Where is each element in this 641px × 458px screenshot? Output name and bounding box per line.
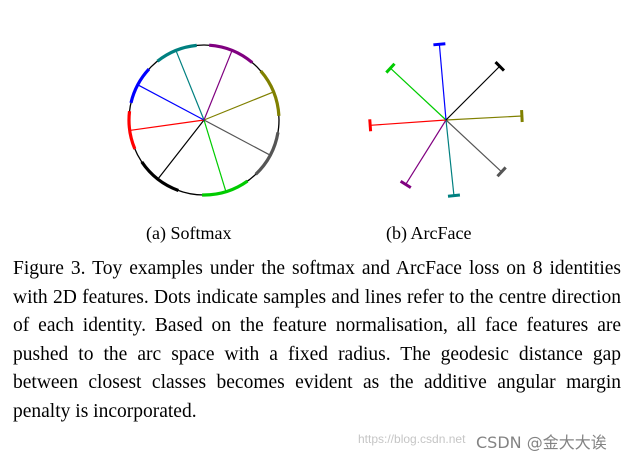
arcface-sample-cluster <box>447 193 461 198</box>
arcface-centre-line <box>370 119 447 126</box>
watermark-brand: CSDN @金大大诶 <box>476 433 607 452</box>
subfigure-caption-softmax: (a) Softmax <box>146 223 232 243</box>
arcface-centre-line <box>445 65 501 121</box>
softmax-centre-line <box>129 119 205 132</box>
softmax-sample-arc <box>127 110 137 150</box>
arcface-sample-cluster <box>496 166 507 178</box>
figure-graphic <box>127 42 524 198</box>
softmax-sample-arc <box>156 43 197 63</box>
softmax-centre-line <box>203 119 227 192</box>
arcface-sample-cluster <box>368 119 373 132</box>
figure-caption: Figure 3. Toy examples under the softmax… <box>13 258 621 422</box>
softmax-centre-line <box>203 119 271 156</box>
softmax-centre-line <box>203 91 274 121</box>
arcface-sample-cluster <box>385 62 396 74</box>
arcface-plot <box>368 42 524 198</box>
arcface-centre-line <box>438 44 447 121</box>
softmax-centre-line <box>157 119 205 180</box>
arcface-sample-cluster <box>433 42 446 47</box>
arcface-centre-line <box>445 119 502 173</box>
arcface-sample-cluster <box>520 109 524 123</box>
arcface-centre-line <box>445 115 522 121</box>
arcface-centre-line <box>405 119 447 185</box>
softmax-centre-line <box>203 50 233 121</box>
arcface-centre-line <box>390 67 447 121</box>
arcface-sample-cluster <box>494 60 506 72</box>
arcface-centre-line <box>445 119 455 196</box>
watermark-url: https://blog.csdn.net <box>358 432 466 446</box>
softmax-centre-line <box>137 84 205 121</box>
softmax-centre-line <box>175 50 205 121</box>
subfigure-caption-arcface: (b) ArcFace <box>386 223 472 243</box>
softmax-plot <box>127 43 281 197</box>
arcface-sample-cluster <box>399 180 412 189</box>
